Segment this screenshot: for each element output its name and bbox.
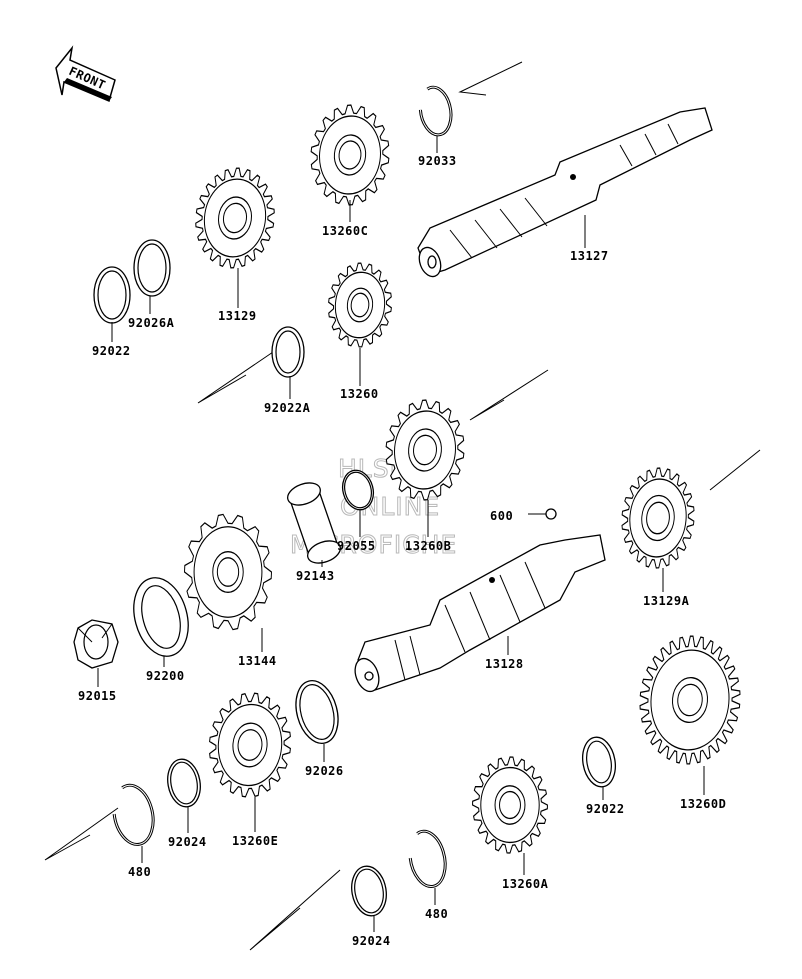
part-13260b-gear [385, 399, 465, 501]
part-number-label: 92024 [352, 934, 391, 948]
labels-layer: 92033 13260C 13127 13129 92026A 92022 13260 920… [78, 136, 726, 948]
part-92055-o-ring [341, 469, 375, 511]
part-number-label: 13260E [232, 834, 278, 848]
callout-480: 480 [128, 846, 151, 879]
callout-13127: 13127 [570, 215, 609, 263]
part-number-label: 480 [425, 907, 448, 921]
callout-600: 600 [490, 509, 546, 523]
part-number-label: 92026A [128, 316, 175, 330]
callout-92015: 92015 [78, 668, 117, 703]
callout-92024: 92024 [352, 916, 391, 948]
part-92026-washer [295, 680, 339, 744]
part-92015-nut [73, 619, 119, 669]
callout-92022a: 92022A [264, 376, 311, 415]
part-13260c-gear [310, 104, 390, 206]
callout-92033: 92033 [418, 136, 457, 168]
callout-13144: 13144 [238, 628, 277, 668]
part-number-label: 13128 [485, 657, 524, 671]
part-92026a-washer [133, 239, 171, 297]
part-number-label: 13260D [680, 797, 726, 811]
part-number-label: 92143 [296, 569, 335, 583]
callout-480: 480 [425, 888, 448, 921]
callout-13260b: 13260B [405, 500, 451, 553]
callout-92143: 92143 [296, 560, 335, 583]
callout-13129a: 13129A [643, 568, 690, 608]
part-number-label: 92015 [78, 689, 117, 703]
part-number-label: 480 [128, 865, 151, 879]
part-number-label: 13260 [340, 387, 379, 401]
part-600-ball [545, 508, 557, 520]
part-92200-washer [133, 577, 189, 657]
shaft-13127 [417, 107, 713, 278]
callout-92024: 92024 [168, 806, 207, 849]
part-92143-collar [287, 482, 341, 564]
part-number-label: 92022A [264, 401, 311, 415]
part-number-label: 92024 [168, 835, 207, 849]
part-92033-circlip [418, 85, 453, 137]
part-number-label: 92033 [418, 154, 457, 168]
part-92022a-washer [271, 326, 305, 378]
part-number-label: 600 [490, 509, 513, 523]
callout-13129: 13129 [218, 268, 257, 323]
callout-13128: 13128 [485, 636, 524, 671]
callout-92055: 92055 [337, 510, 376, 553]
part-number-label: 92026 [305, 764, 344, 778]
callout-92026: 92026 [305, 744, 344, 778]
part-92022-washer [93, 266, 131, 324]
part-13260a-gear [472, 756, 548, 854]
part-number-label: 92022 [92, 344, 131, 358]
part-number-label: 13260B [405, 539, 451, 553]
part-number-label: 13129 [218, 309, 257, 323]
part-92024-washer [167, 758, 201, 808]
part-480-circlip [112, 783, 155, 846]
callout-13260: 13260 [340, 348, 379, 401]
callout-92022: 92022 [586, 786, 625, 816]
part-92022-washer [582, 736, 616, 788]
callout-92026a: 92026A [128, 296, 175, 330]
part-13260e-gear [209, 692, 291, 798]
callout-92022: 92022 [92, 322, 131, 358]
parts-layer [73, 85, 741, 917]
part-number-label: 92055 [337, 539, 376, 553]
part-13144-sprocket [183, 513, 273, 631]
callout-13260e: 13260E [232, 797, 278, 848]
shaft-13128 [354, 534, 606, 693]
part-13260d-gear [639, 635, 741, 765]
part-number-label: 92200 [146, 669, 185, 683]
part-480-circlip [408, 829, 447, 888]
callout-92200: 92200 [146, 656, 185, 683]
part-13260-gear [328, 262, 392, 348]
part-number-label: 13127 [570, 249, 609, 263]
callout-13260a: 13260A [502, 853, 549, 891]
front-arrow-icon: FRONT [55, 45, 116, 103]
part-number-label: 13260C [322, 224, 368, 238]
callout-13260c: 13260C [322, 200, 368, 238]
part-92024-washer [351, 865, 387, 917]
part-number-label: 13129A [643, 594, 690, 608]
axis-lines [44, 61, 761, 951]
part-13129a-gear [621, 467, 695, 569]
part-number-label: 13144 [238, 654, 277, 668]
part-number-label: 13260A [502, 877, 549, 891]
part-13129-gear [195, 167, 275, 269]
callout-13260d: 13260D [680, 766, 726, 811]
part-number-label: 92022 [586, 802, 625, 816]
